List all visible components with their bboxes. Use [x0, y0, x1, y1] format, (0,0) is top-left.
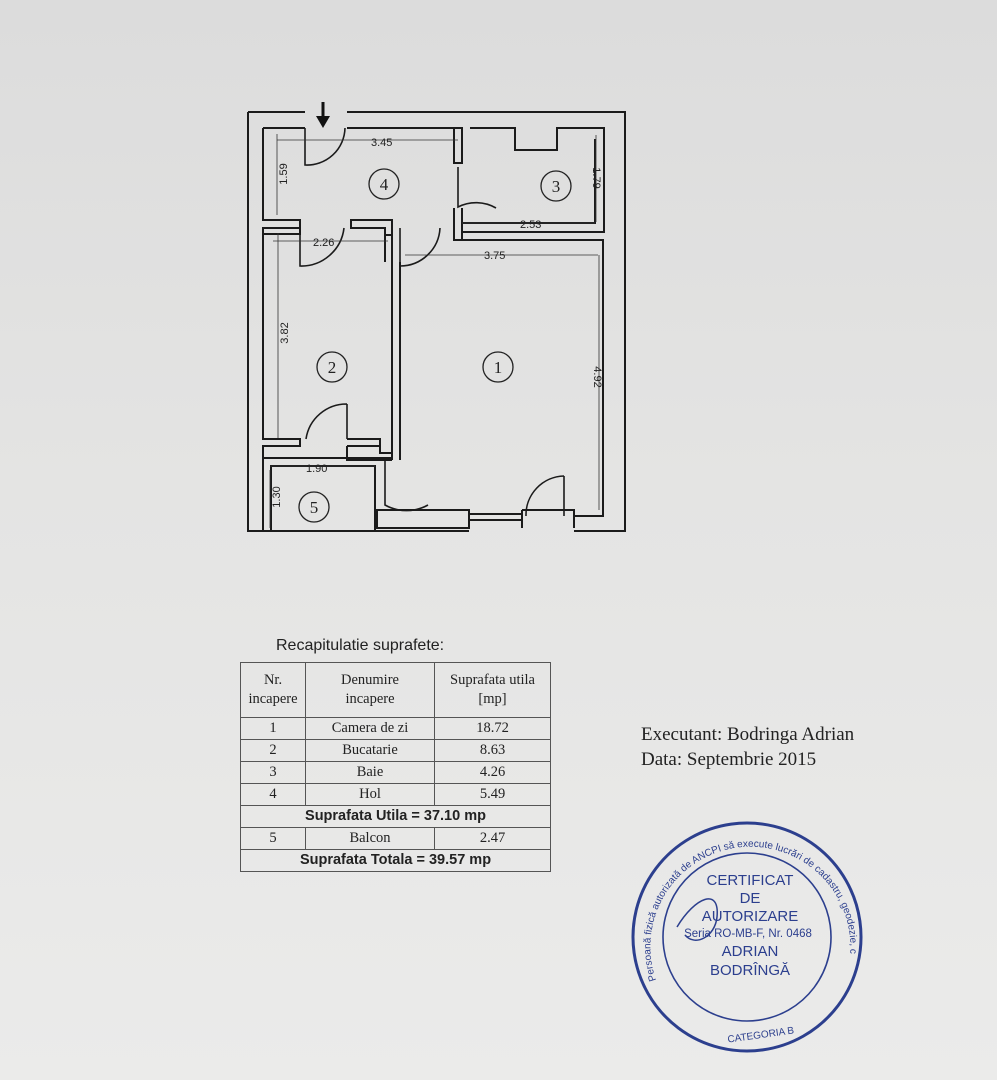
subtotal-row: Suprafata Utila = 37.10 mp [240, 805, 551, 828]
stamp-line-6: BODRÎNGĂ [710, 962, 790, 979]
dim-baie-width: 2.53 [520, 219, 541, 231]
header-name: Denumire incapere [305, 662, 435, 718]
room-label-bucatarie: 2 [328, 358, 337, 377]
signature-mark [676, 898, 718, 941]
table-row: 3 Baie 4.26 [240, 761, 551, 784]
room-label-camera: 1 [494, 358, 503, 377]
dim-hol-width: 3.45 [371, 137, 392, 149]
entrance-arrow-icon [316, 102, 330, 128]
table-row: 5 Balcon 2.47 [240, 827, 551, 850]
header-nr: Nr. incapere [240, 662, 306, 718]
stamp-line-5: ADRIAN [722, 943, 779, 960]
total-row: Suprafata Totala = 39.57 mp [240, 849, 551, 872]
table-row: 4 Hol 5.49 [240, 783, 551, 806]
dim-hol-depth: 1.59 [278, 163, 290, 184]
header-area: Suprafata utila [mp] [434, 662, 551, 718]
room-label-hol: 4 [380, 175, 389, 194]
dim-bucatarie-depth: 3.82 [279, 322, 291, 343]
stamp-line-1: CERTIFICAT [707, 872, 794, 889]
recap-title: Recapitulatie suprafete: [276, 637, 445, 654]
room-label-baie: 3 [552, 177, 561, 196]
executant-name: Executant: Bodringa Adrian [641, 724, 855, 745]
floor-plan: 3.45 1.59 1.79 2.53 2.26 3.75 3.82 4.92 … [247, 102, 626, 532]
dim-camera-width: 3.75 [484, 250, 505, 262]
recap-table: Nr. incapere Denumire incapere Suprafata… [240, 662, 551, 872]
stamp-line-3: AUTORIZARE [702, 908, 798, 925]
table-row: 2 Bucatarie 8.63 [240, 739, 551, 762]
executant-date: Data: Septembrie 2015 [641, 749, 817, 770]
stamp-line-2: DE [740, 890, 761, 907]
dim-camera-depth: 4.92 [591, 366, 603, 387]
dim-balcon-width: 1.90 [306, 463, 327, 475]
stamp-line-4: Seria RO-MB-F, Nr. 0468 [684, 928, 812, 940]
stamp-category: CATEGORIA B [727, 1025, 795, 1045]
dim-balcon-depth: 1.30 [271, 486, 283, 507]
table-header-row: Nr. incapere Denumire incapere Suprafata… [240, 662, 551, 718]
table-row: 1 Camera de zi 18.72 [240, 717, 551, 740]
authorization-stamp: Persoană fizică autorizată de ANCPI să e… [625, 817, 863, 1053]
dim-bucatarie-width: 2.26 [313, 237, 334, 249]
dim-baie-depth: 1.79 [590, 167, 602, 188]
room-label-balcon: 5 [310, 498, 319, 517]
executant-block: Executant: Bodringa Adrian Data: Septemb… [641, 722, 854, 772]
